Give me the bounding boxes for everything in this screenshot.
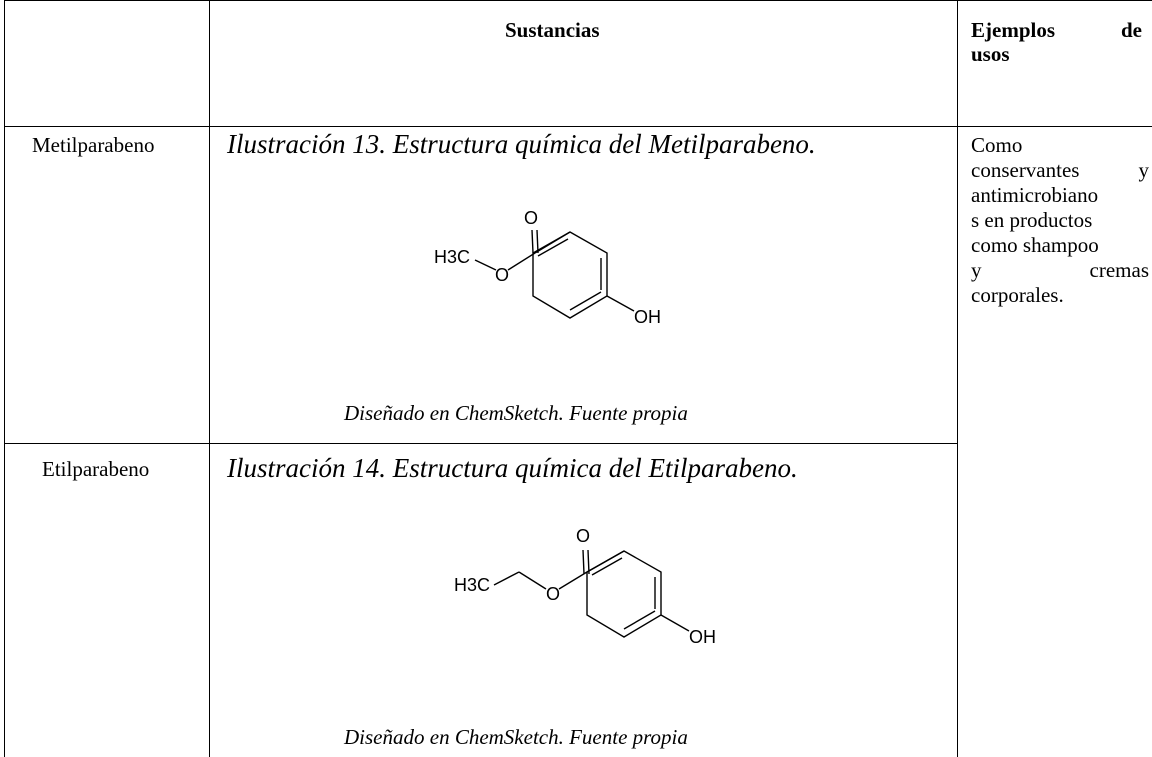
etil-carbonyl-oxygen-label: O: [576, 526, 590, 546]
uses-line-7: corporales.: [971, 283, 1064, 307]
header-bottom-border: [4, 126, 1152, 127]
figure-caption-13: Ilustración 13. Estructura química del M…: [227, 129, 816, 159]
figure-credit-13: Diseñado en ChemSketch. Fuente propia: [344, 401, 688, 425]
uses-line-2: conservantes y: [971, 158, 1149, 183]
metil-ester-oxygen-label: O: [495, 265, 509, 285]
etil-methyl-label: H3C: [454, 575, 490, 595]
uses-line-3: antimicrobiano: [971, 183, 1099, 207]
metil-carbonyl-oxygen-label: O: [524, 208, 538, 228]
header-uses-line2: usos: [971, 42, 1010, 66]
metil-hydroxyl-label: OH: [634, 307, 661, 327]
uses-line-6b: cremas: [1089, 258, 1149, 282]
uses-description: Como conservantes y antimicrobiano s en …: [971, 133, 1149, 308]
metil-methyl-label: H3C: [434, 247, 470, 267]
etil-hydroxyl-label: OH: [689, 627, 716, 647]
row-name-metilparabeno: Metilparabeno: [32, 133, 155, 157]
uses-line-6a: y: [971, 258, 982, 282]
header-substances: Sustancias: [505, 18, 600, 42]
uses-line-5: como shampoo: [971, 233, 1099, 257]
uses-line-6: y cremas: [971, 258, 1149, 283]
metilparabeno-structure: O O H3C OH: [434, 208, 661, 327]
table-left-border: [4, 0, 5, 757]
row-separator: [4, 443, 957, 444]
header-uses-line1-b: de: [1121, 18, 1142, 42]
figure-caption-14: Ilustración 14. Estructura química del E…: [227, 453, 798, 483]
column-divider-1: [209, 0, 210, 757]
header-uses-line1-a: Ejemplos: [971, 18, 1055, 42]
row-name-etilparabeno: Etilparabeno: [42, 457, 150, 481]
uses-line-1: Como: [971, 133, 1023, 157]
uses-line-2b: y: [1138, 158, 1150, 182]
etil-ester-oxygen-label: O: [546, 584, 560, 604]
uses-line-4: s en productos: [971, 208, 1093, 232]
uses-line-2a: conservantes: [971, 158, 1080, 182]
table-top-border: [4, 0, 1152, 1]
figure-credit-14: Diseñado en ChemSketch. Fuente propia: [344, 725, 688, 749]
column-divider-2: [957, 0, 958, 757]
etilparabeno-structure: O O H3C OH: [454, 526, 716, 647]
